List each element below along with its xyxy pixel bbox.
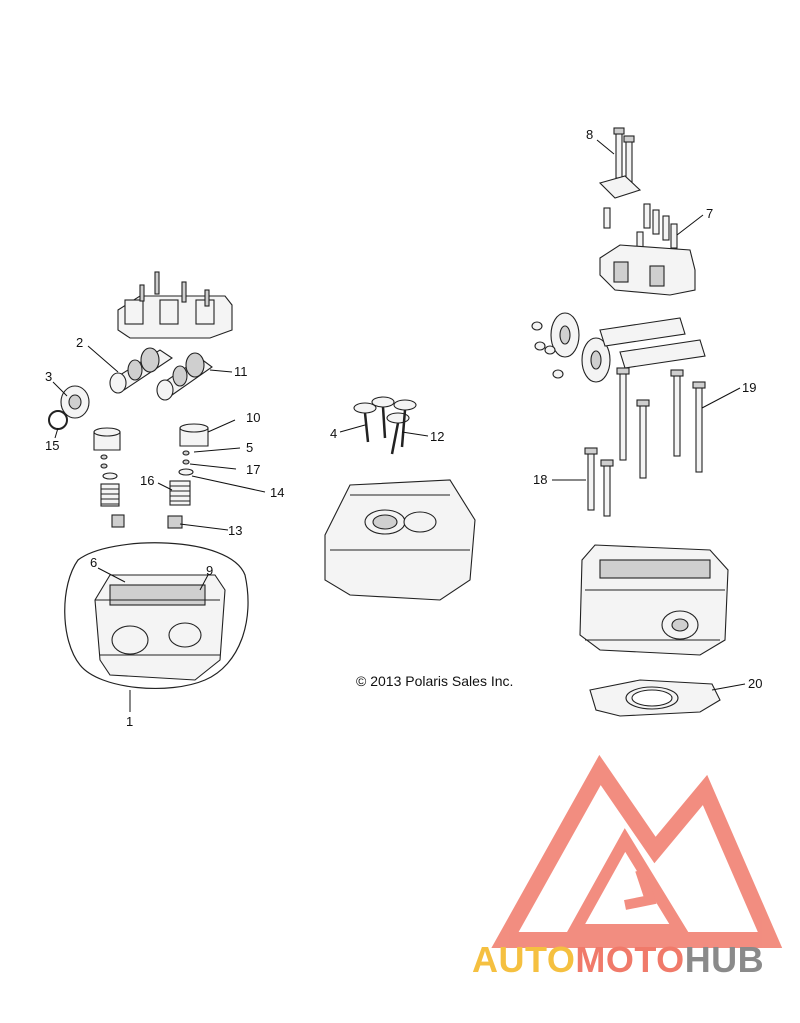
valve-train-right bbox=[167, 423, 209, 529]
cam-gears-right bbox=[531, 312, 706, 383]
cylinder-head-right bbox=[579, 544, 729, 656]
callout-14: 14 bbox=[270, 485, 284, 500]
brand-moto: MOTO bbox=[575, 939, 684, 980]
callout-8: 8 bbox=[586, 127, 593, 142]
callout-1: 1 bbox=[126, 714, 133, 729]
brand-hub: HUB bbox=[685, 939, 765, 980]
callout-12: 12 bbox=[430, 429, 444, 444]
automotohub-logo-mark bbox=[491, 754, 783, 948]
callout-6: 6 bbox=[90, 555, 97, 570]
head-bolts-short bbox=[584, 447, 614, 517]
short-bolts-cam-bracket bbox=[603, 203, 678, 253]
copyright-text: © 2013 Polaris Sales Inc. bbox=[356, 673, 513, 689]
automotohub-wordmark: AUTOMOTOHUB bbox=[472, 939, 764, 980]
cylinder-head-center bbox=[324, 479, 476, 601]
callout-10: 10 bbox=[246, 410, 260, 425]
callout-2: 2 bbox=[76, 335, 83, 350]
callout-3: 3 bbox=[45, 369, 52, 384]
callout-labels: 1 2 3 4 5 6 7 8 9 10 11 12 13 14 15 16 1… bbox=[45, 127, 762, 729]
head-bolts-long bbox=[616, 367, 706, 479]
callout-20: 20 bbox=[748, 676, 762, 691]
cam-carrier-right bbox=[599, 244, 696, 296]
camshaft-intake bbox=[109, 347, 173, 394]
callout-5: 5 bbox=[246, 440, 253, 455]
callout-11: 11 bbox=[234, 364, 248, 379]
callout-7: 7 bbox=[706, 206, 713, 221]
cam-sprocket-small bbox=[60, 385, 90, 419]
cam-carrier-left bbox=[117, 271, 233, 339]
callout-4: 4 bbox=[330, 426, 337, 441]
callout-9: 9 bbox=[206, 563, 213, 578]
camshaft-exhaust bbox=[156, 352, 213, 401]
callout-19: 19 bbox=[742, 380, 756, 395]
callout-16: 16 bbox=[140, 473, 154, 488]
callout-17: 17 bbox=[246, 462, 260, 477]
circlip bbox=[48, 410, 68, 430]
callout-15: 15 bbox=[45, 438, 59, 453]
valves bbox=[353, 396, 417, 455]
long-bolts-top bbox=[598, 127, 642, 199]
leader-lines bbox=[52, 139, 746, 712]
cylinder-head-assembly bbox=[64, 542, 249, 689]
valve-train-left bbox=[93, 427, 125, 528]
head-gasket bbox=[589, 679, 721, 717]
callout-18: 18 bbox=[533, 472, 547, 487]
svg-text:AUTOMOTOHUB: AUTOMOTOHUB bbox=[472, 939, 764, 980]
brand-auto: AUTO bbox=[472, 939, 575, 980]
callout-13: 13 bbox=[228, 523, 242, 538]
